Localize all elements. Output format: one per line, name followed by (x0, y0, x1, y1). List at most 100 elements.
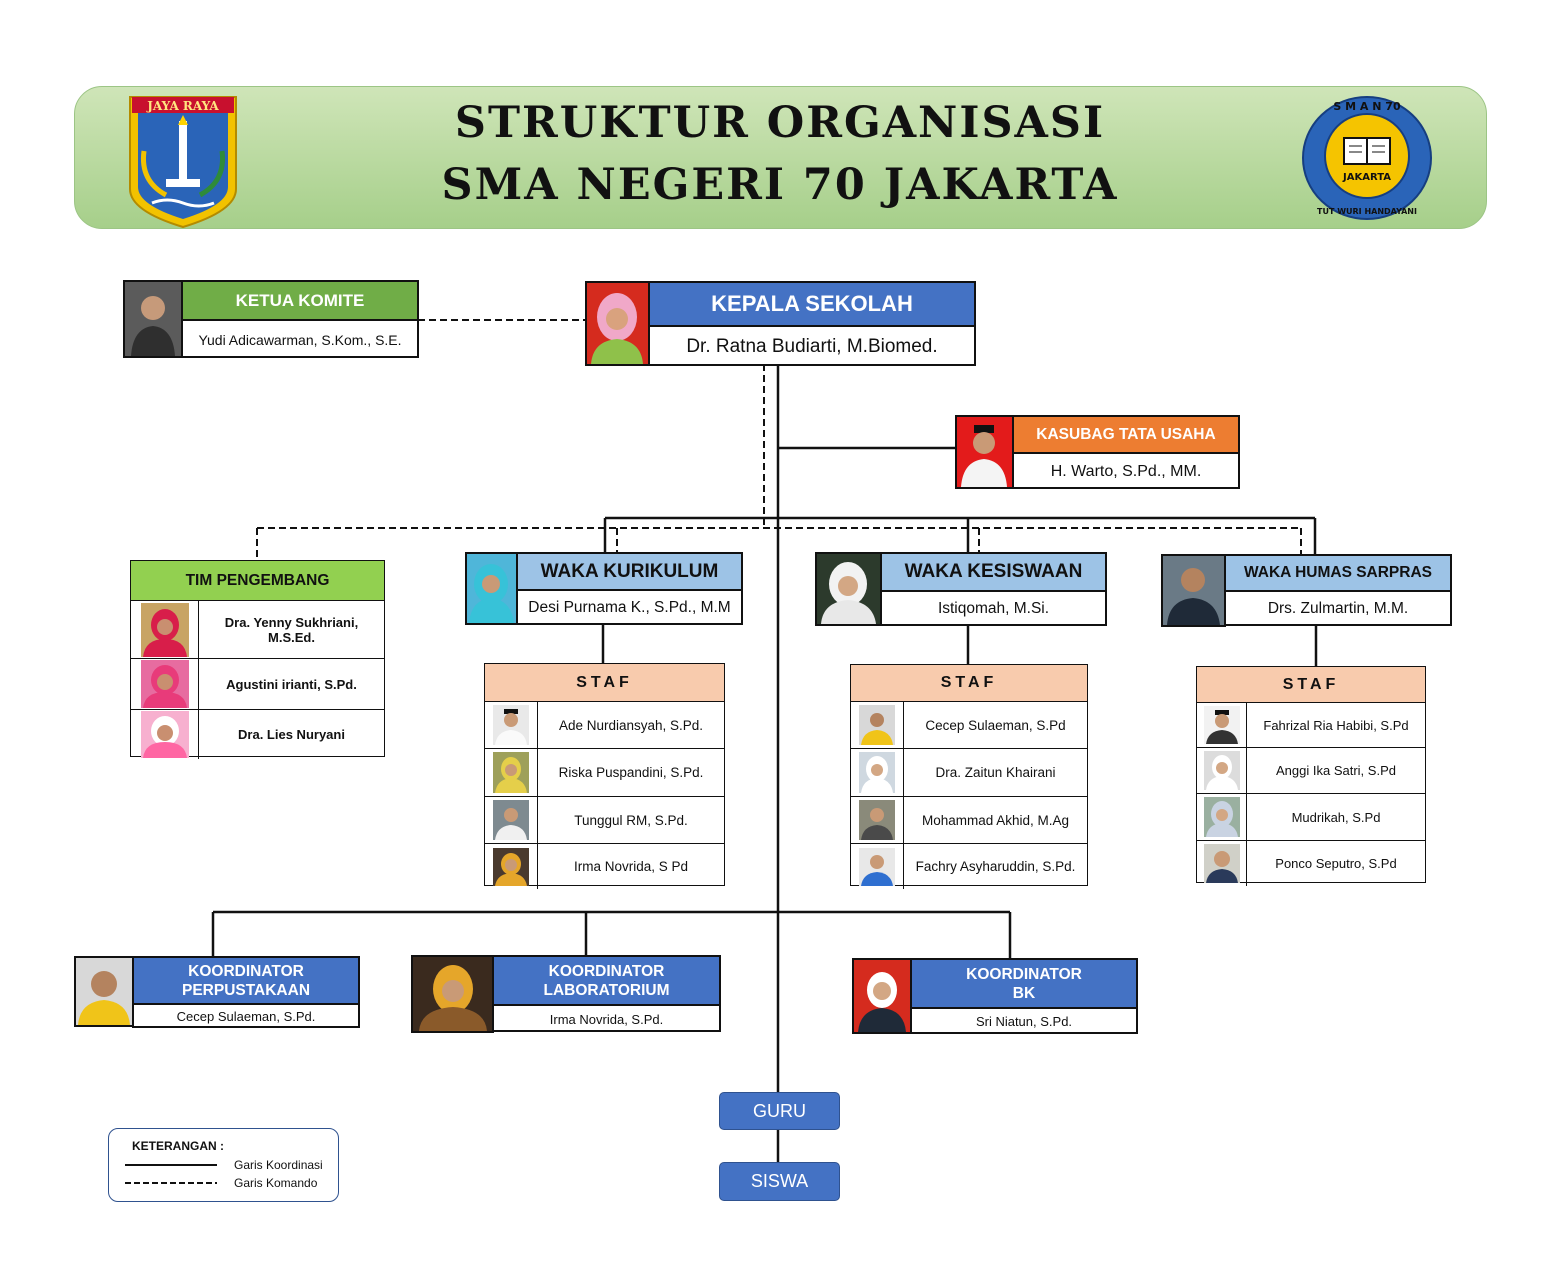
staf-row: Mudrikah, S.Pd (1197, 793, 1425, 840)
staf-kurikulum-table: STAF Ade Nurdiansyah, S.Pd. Riska Puspan… (484, 663, 725, 889)
komite-name: Yudi Adicawarman, S.Kom., S.E. (198, 331, 402, 348)
staf-kesiswaan-title: STAF (851, 665, 1087, 701)
tim-row: Agustini irianti, S.Pd. (131, 658, 384, 709)
legend-title: KETERANGAN : (132, 1139, 224, 1153)
person-photo-icon (1167, 568, 1220, 625)
kepsek-name: Dr. Ratna Budiarti, M.Biomed. (686, 335, 938, 357)
koord-bk-name: Sri Niatun, S.Pd. (975, 1014, 1073, 1029)
staf-row: Cecep Sulaeman, S.Pd (851, 701, 1087, 748)
legend-lines (125, 1164, 217, 1184)
person-photo-icon (859, 800, 895, 840)
staf-member: Irma Novrida, S Pd (573, 859, 689, 874)
person-photo-icon (961, 425, 1007, 487)
staf-member: Fahrizal Ria Habibi, S.Pd (1263, 717, 1409, 733)
person-photo-icon (859, 705, 895, 745)
person-photo-icon (1203, 844, 1240, 883)
person-photo-icon (1203, 706, 1240, 744)
person-photo-icon (493, 705, 529, 745)
staf-member: Anggi Ika Satri, S.Pd (1276, 763, 1396, 778)
koord-perpus-name: Cecep Sulaeman, S.Pd. (176, 1009, 316, 1024)
person-photo-icon (859, 752, 895, 793)
koord-perpus-title-line1: KOORDINATOR (188, 962, 304, 980)
staf-row: Tunggul RM, S.Pd. (485, 796, 724, 843)
guru-box: GURU (719, 1092, 840, 1130)
person-photo-icon (858, 972, 906, 1032)
staf-member: Tunggul RM, S.Pd. (574, 812, 688, 828)
koord-lab-title: KOORDINATOR LABORATORIUM (494, 957, 719, 1006)
svg-text:TUT WURI HANDAYANI: TUT WURI HANDAYANI (1317, 207, 1417, 216)
koord-lab-title-line1: KOORDINATOR (548, 962, 665, 980)
waka-humas-title: WAKA HUMAS SARPRAS (1226, 556, 1450, 592)
tu-photo (955, 415, 1014, 489)
tim-title: TIM PENGEMBANG (131, 561, 384, 600)
person-photo-icon (140, 711, 189, 758)
person-photo-icon (131, 296, 175, 356)
tim-member: Dra. Lies Nuryani (238, 727, 345, 742)
tim-row: Dra. Lies Nuryani (131, 709, 384, 759)
legend-dashed-label: Garis Komando (234, 1176, 318, 1190)
tim-member: Dra. Yenny Sukhriani, M.S.Ed. (224, 614, 359, 645)
waka-kurikulum-name: Desi Purnama K., S.Pd., M.M (528, 599, 731, 616)
svg-text:S M A N 70: S M A N 70 (1333, 100, 1401, 113)
waka-kesiswaan-photo (815, 552, 882, 626)
kepsek-title: KEPALA SEKOLAH (650, 283, 974, 327)
siswa-box: SISWA (719, 1162, 840, 1201)
person-photo-icon (469, 564, 514, 623)
jakarta-emblem-icon: JAYA RAYA (122, 91, 244, 229)
koord-bk-title-line1: KOORDINATOR (966, 965, 1082, 983)
person-photo-icon (493, 800, 529, 840)
person-photo-icon (821, 562, 876, 624)
kepsek-photo (585, 281, 650, 366)
koord-lab-box: KOORDINATOR LABORATORIUM Irma Novrida, S… (492, 955, 721, 1032)
waka-humas-name: Drs. Zulmartin, M.M. (1267, 600, 1409, 617)
tu-name: H. Warto, S.Pd., MM. (1050, 462, 1202, 480)
koord-lab-name: Irma Novrida, S.Pd. (549, 1011, 664, 1027)
waka-kurikulum-photo (465, 552, 518, 625)
waka-humas-photo (1161, 554, 1226, 627)
komite-box: KETUA KOMITE Yudi Adicawarman, S.Kom., S… (181, 280, 419, 358)
staf-row: Anggi Ika Satri, S.Pd (1197, 747, 1425, 793)
koord-perpus-photo (74, 956, 134, 1027)
staf-member: Ponco Seputro, S.Pd (1275, 856, 1397, 871)
staf-member: Fachry Asyharuddin, S.Pd. (915, 859, 1076, 874)
koord-bk-title: KOORDINATOR BK (912, 960, 1136, 1009)
koord-perpus-title: KOORDINATOR PERPUSTAKAAN (134, 958, 358, 1005)
person-photo-icon (859, 847, 895, 886)
svg-text:JAYA RAYA: JAYA RAYA (146, 99, 219, 113)
tu-title: KASUBAG TATA USAHA (1014, 417, 1238, 454)
person-photo-icon (1203, 797, 1240, 837)
komite-title: KETUA KOMITE (183, 282, 417, 321)
koord-lab-photo (411, 955, 494, 1033)
tim-box: TIM PENGEMBANG Dra. Yenny Sukhriani, M.S… (130, 560, 385, 759)
waka-kesiswaan-box: WAKA KESISWAAN Istiqomah, M.Si. (880, 552, 1107, 626)
waka-humas-box: WAKA HUMAS SARPRAS Drs. Zulmartin, M.M. (1224, 554, 1452, 626)
tim-member: Agustini irianti, S.Pd. (226, 676, 357, 692)
legend-box: KETERANGAN : Garis Koordinasi Garis Koma… (108, 1128, 339, 1202)
person-photo-icon (1203, 751, 1240, 790)
staf-row: Irma Novrida, S Pd (485, 843, 724, 889)
koord-bk-photo (852, 958, 912, 1034)
staf-member: Ade Nurdiansyah, S.Pd. (558, 717, 704, 733)
koord-perpus-box: KOORDINATOR PERPUSTAKAAN Cecep Sulaeman,… (132, 956, 360, 1028)
staf-row: Dra. Zaitun Khairani (851, 748, 1087, 796)
title-line-2: SMA NEGERI 70 JAKARTA (441, 160, 1119, 210)
legend-solid-label: Garis Koordinasi (234, 1158, 323, 1172)
staf-member: Mudrikah, S.Pd (1291, 809, 1381, 825)
staf-member: Mohammad Akhid, M.Ag (921, 812, 1070, 828)
header-band (74, 86, 1487, 229)
waka-kurikulum-box: WAKA KURIKULUM Desi Purnama K., S.Pd., M… (516, 552, 743, 625)
koord-lab-title-line2: LABORATORIUM (543, 981, 670, 999)
person-photo-icon (140, 660, 189, 708)
koord-bk-box: KOORDINATOR BK Sri Niatun, S.Pd. (910, 958, 1138, 1034)
waka-kurikulum-title: WAKA KURIKULUM (518, 554, 741, 591)
person-photo-icon (419, 965, 487, 1031)
koord-bk-title-line2: BK (1012, 984, 1036, 1002)
koord-perpus-title-line2: PERPUSTAKAAN (181, 981, 311, 999)
title-line-1: STRUKTUR ORGANISASI (454, 98, 1106, 148)
school-emblem-icon: JAKARTA S M A N 70 TUT WURI HANDAYANI (1300, 94, 1434, 222)
tim-row: Dra. Yenny Sukhriani, M.S.Ed. (131, 600, 384, 658)
waka-kesiswaan-title: WAKA KESISWAAN (882, 554, 1105, 592)
person-photo-icon (591, 293, 643, 364)
staf-humas-title: STAF (1197, 667, 1425, 702)
staf-row: Ponco Seputro, S.Pd (1197, 840, 1425, 886)
